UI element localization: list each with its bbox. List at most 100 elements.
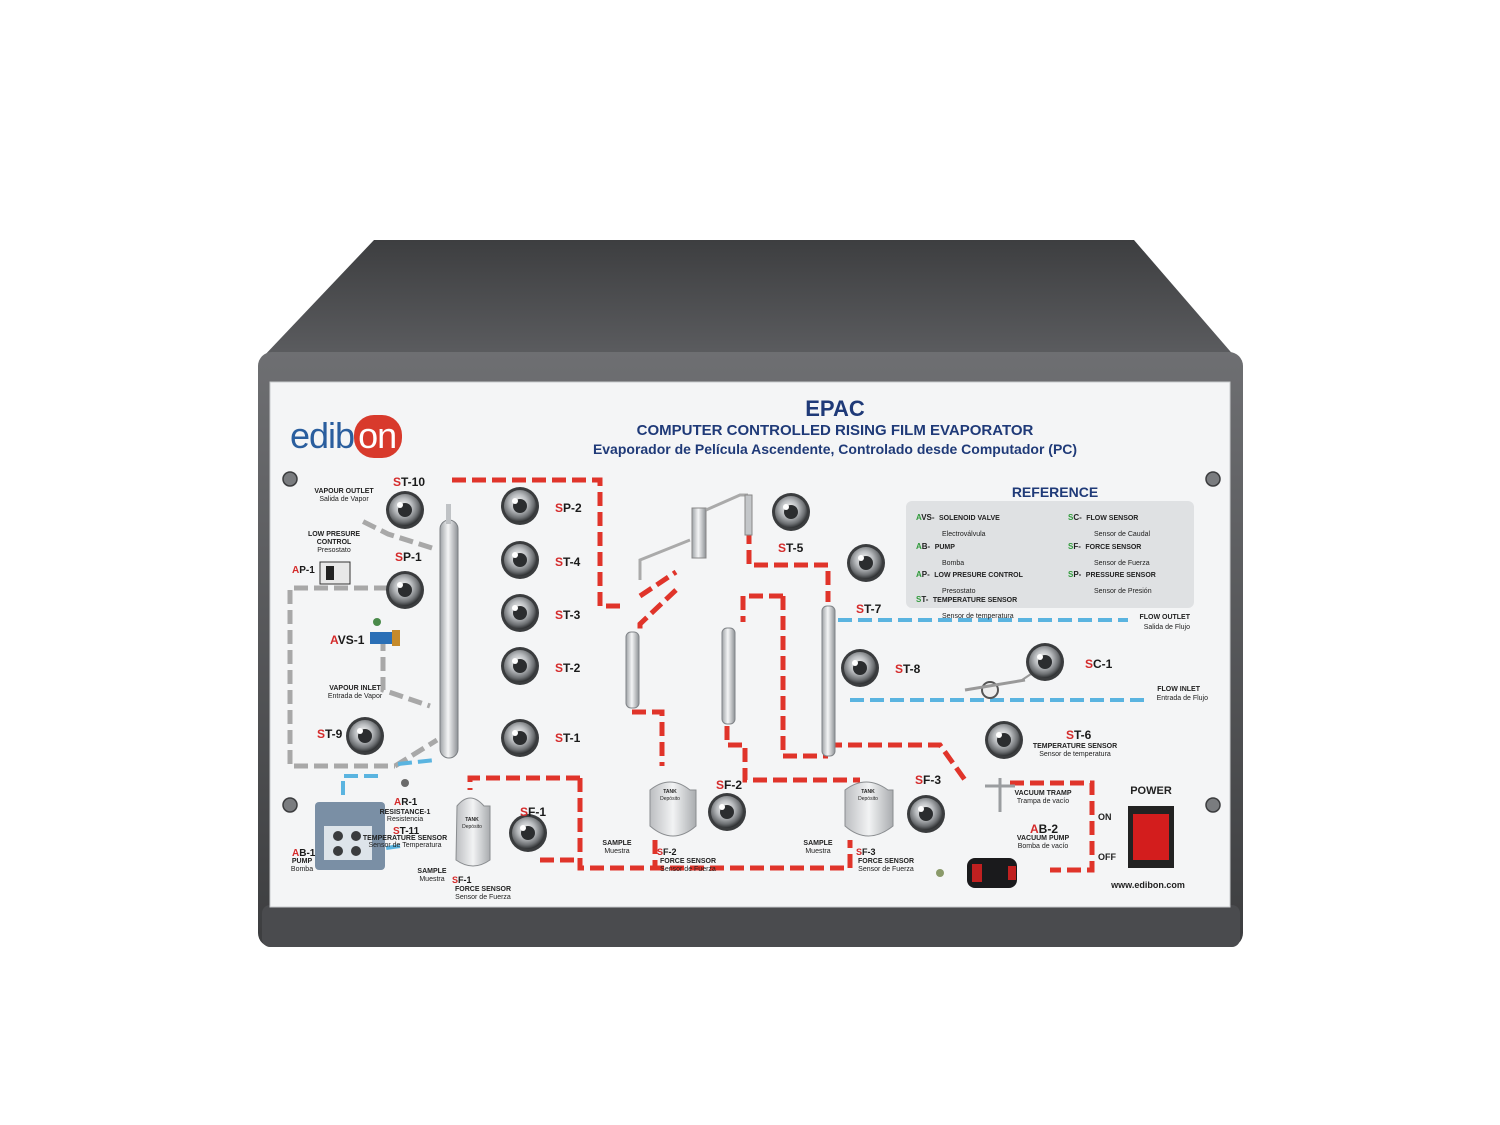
- cabinet-top: [262, 240, 1236, 358]
- tank-label-1: TANK: [465, 817, 479, 823]
- resistance-es: Resistencia: [386, 816, 424, 823]
- sample-es-2: Muestra: [604, 848, 630, 855]
- sensor-code-st8: ST-8: [895, 662, 921, 676]
- temp-sensor6-es: Sensor de temperatura: [1039, 751, 1111, 758]
- reference-title: REFERENCE: [1011, 484, 1099, 500]
- force-sensor-es-2: Sensor de Fuerza: [660, 866, 716, 873]
- sensor-code-sf1: SF-1: [520, 805, 547, 819]
- sensor-code-sf2: SF-2: [716, 778, 743, 792]
- front-panel: [269, 381, 1231, 908]
- sensor-code-st2: ST-2: [555, 661, 581, 675]
- sensor-code-ap1: AP-1: [292, 565, 315, 576]
- power-on-label: ON: [1098, 812, 1112, 822]
- vacuum-pump-es: Bomba de vacío: [1017, 843, 1069, 850]
- sensor-socket[interactable]: [847, 544, 885, 582]
- vacuum-trap: [985, 778, 1015, 812]
- low-presure-label: LOW PRESURE: [307, 531, 361, 538]
- flow-outlet-label: FLOW OUTLET: [1139, 614, 1190, 621]
- vapour-outlet-es: Salida de Vapor: [319, 496, 369, 503]
- sensor-socket[interactable]: [708, 793, 746, 831]
- sensor-code-sp1: SP-1: [395, 550, 422, 564]
- vacuum-pump-label: VACUUM PUMP: [1016, 835, 1070, 842]
- flow-inlet-label: FLOW INLET: [1157, 686, 1200, 693]
- sensor-code-st3: ST-3: [555, 608, 581, 622]
- solenoid-valve: [370, 632, 392, 644]
- tank-es-1: Depósito: [462, 824, 482, 830]
- sample-es-1: Muestra: [419, 876, 445, 883]
- flow-outlet-es: Salida de Flujo: [1143, 624, 1190, 631]
- temp-sensor-es: Sensor de Temperatura: [368, 842, 442, 849]
- sensor-code-ab2: AB-2: [1030, 822, 1059, 836]
- sensor-socket[interactable]: [501, 487, 539, 525]
- sensor-socket[interactable]: [501, 719, 539, 757]
- power-label: POWER: [1130, 785, 1172, 797]
- tank-code-sf1: SF-1: [452, 875, 472, 885]
- power-off-label: OFF: [1098, 852, 1116, 862]
- sensor-code-st1: ST-1: [555, 731, 581, 745]
- tank-code-sf2: SF-2: [657, 847, 677, 857]
- sensor-socket[interactable]: [386, 571, 424, 609]
- force-sensor-es-1: Sensor de Fuerza: [455, 894, 511, 901]
- sensor-code-st5: ST-5: [778, 541, 804, 555]
- sensor-socket[interactable]: [386, 491, 424, 529]
- sample-label-3: SAMPLE: [803, 840, 833, 847]
- panel-title: EPAC: [805, 396, 865, 421]
- flow-inlet-es: Entrada de Flujo: [1156, 695, 1208, 702]
- tanks: [455, 781, 894, 867]
- sample-label-2: SAMPLE: [602, 840, 632, 847]
- sensor-code-avs1: AVS-1: [330, 633, 365, 647]
- sensor-socket[interactable]: [841, 649, 879, 687]
- vapour-inlet-es: Entrada de Vapor: [327, 693, 383, 700]
- hot-lines: [452, 477, 1095, 873]
- force-sensor-es-3: Sensor de Fuerza: [858, 866, 914, 873]
- tank-label-3: TANK: [861, 789, 875, 795]
- force-sensor-label-1: FORCE SENSOR: [454, 886, 512, 893]
- tank-es-3: Depósito: [858, 796, 878, 802]
- reference-box: [906, 501, 1194, 608]
- sensor-socket[interactable]: [346, 717, 384, 755]
- sensor-code-sp2: SP-2: [555, 501, 582, 515]
- panel-subtitle-es: Evaporador de Película Ascendente, Contr…: [592, 441, 1078, 457]
- presostato-label: Presostato: [317, 547, 351, 554]
- pump-label: PUMP: [291, 858, 313, 865]
- sensor-socket[interactable]: [1026, 643, 1064, 681]
- vacuum-tramp-label: VACUUM TRAMP: [1014, 790, 1072, 797]
- sensor-code-ab1: AB-1: [292, 848, 316, 859]
- temp-sensor6-label: TEMPERATURE SENSOR: [1032, 743, 1118, 750]
- sensor-socket[interactable]: [501, 647, 539, 685]
- pump-es: Bomba: [290, 866, 314, 873]
- sensor-code-st7: ST-7: [856, 602, 882, 616]
- resistance-label: RESISTANCE-1: [379, 809, 431, 816]
- sensor-code-st4: ST-4: [555, 555, 581, 569]
- vapour-outlet-label: VAPOUR OUTLET: [314, 488, 374, 495]
- cabinet-bottom-rim: [262, 905, 1240, 947]
- tank-es-2: Depósito: [660, 796, 680, 802]
- tank-code-sf3: SF-3: [856, 847, 876, 857]
- vacuum-tramp-es: Trampa de vacío: [1016, 798, 1070, 805]
- tank-label-2: TANK: [663, 789, 677, 795]
- sensor-code-sf3: SF-3: [915, 773, 942, 787]
- low-presure-label-2: CONTROL: [316, 539, 352, 546]
- sensor-socket[interactable]: [501, 594, 539, 632]
- sensor-socket[interactable]: [907, 795, 945, 833]
- sensor-code-ar1: AR-1: [394, 797, 418, 808]
- condenser-2: [721, 627, 736, 725]
- sensor-code-st6: ST-6: [1066, 728, 1092, 742]
- sensor-code-st11: ST-11: [393, 826, 420, 837]
- sensor-socket[interactable]: [772, 493, 810, 531]
- sensor-socket[interactable]: [985, 721, 1023, 759]
- sensor-socket[interactable]: [509, 814, 547, 852]
- website-label: www.edibon.com: [1111, 880, 1185, 890]
- power-switch: [1133, 814, 1169, 860]
- sensor-code-st9: ST-9: [317, 727, 343, 741]
- sensor-socket[interactable]: [501, 541, 539, 579]
- sensor-code-st10: ST-10: [393, 475, 426, 489]
